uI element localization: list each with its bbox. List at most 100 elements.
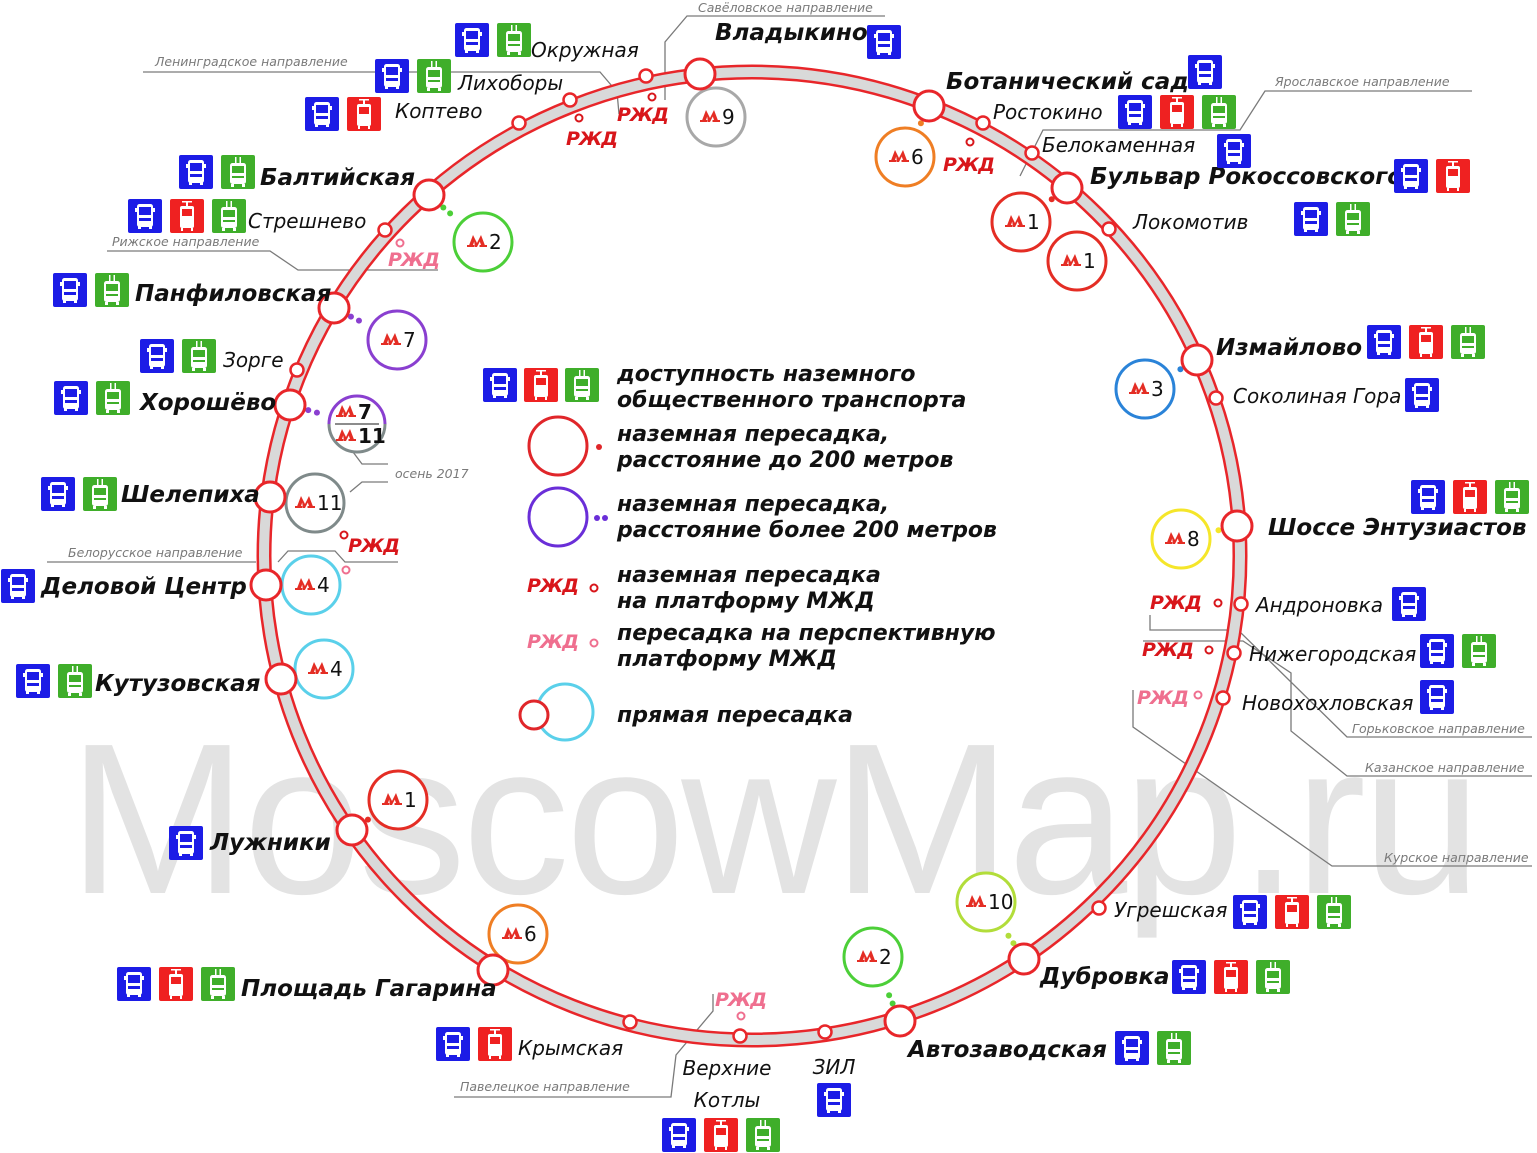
- metro-transfer-badge[interactable]: 711: [327, 394, 387, 454]
- station-marker[interactable]: [264, 662, 298, 696]
- metro-transfer-badge[interactable]: 10: [955, 871, 1017, 933]
- metro-transfer-badge[interactable]: 6: [487, 903, 549, 965]
- station-marker[interactable]: [476, 953, 510, 987]
- metro-transfer-badge[interactable]: 1: [990, 191, 1052, 253]
- station-marker[interactable]: [377, 222, 393, 238]
- station-label[interactable]: Локомотив: [1132, 210, 1248, 234]
- station-marker[interactable]: [412, 178, 446, 212]
- station-label[interactable]: Лужники: [209, 830, 331, 856]
- mcc-ring: [256, 64, 1248, 1048]
- station-marker[interactable]: [732, 1028, 748, 1044]
- station-marker[interactable]: [317, 291, 351, 325]
- station-label[interactable]: Владыкино: [715, 20, 868, 46]
- direction-leader-line: [1132, 690, 1532, 867]
- metro-transfer-badge[interactable]: 9: [685, 86, 747, 148]
- station-marker[interactable]: [1101, 221, 1117, 237]
- metro-transfer-badge[interactable]: 4: [293, 638, 355, 700]
- station-label[interactable]: Угрешская: [1114, 898, 1227, 922]
- station-marker[interactable]: [273, 388, 307, 422]
- rzd-logo-icon: РЖД: [715, 989, 766, 1011]
- station-marker[interactable]: [1050, 171, 1084, 205]
- station-marker[interactable]: [622, 1014, 638, 1030]
- station-marker[interactable]: [683, 57, 717, 91]
- station-label[interactable]: Шоссе Энтузиастов: [1268, 515, 1527, 541]
- metro-transfer-badge[interactable]: 1: [367, 769, 429, 831]
- tram-icon: [1436, 159, 1470, 193]
- metro-transfer-badge[interactable]: 2: [452, 211, 514, 273]
- metro-transfer-badge[interactable]: 2: [842, 926, 904, 988]
- station-label[interactable]: Шелепиха: [121, 482, 260, 508]
- trolleybus-icon: [1336, 202, 1370, 236]
- station-label[interactable]: Белокаменная: [1042, 133, 1195, 157]
- bus-icon: [1420, 634, 1454, 668]
- tram-icon: [170, 199, 204, 233]
- metro-transfer-badge[interactable]: 4: [280, 554, 342, 616]
- station-label[interactable]: Соколиная Гора: [1233, 384, 1401, 408]
- metro-transfer-badge[interactable]: 7: [366, 309, 428, 371]
- legend-dot: [589, 583, 599, 593]
- station-label[interactable]: Лихоборы: [457, 71, 563, 95]
- rzd-logo-icon: РЖД: [943, 154, 994, 176]
- station-label[interactable]: Деловой Центр: [40, 574, 247, 600]
- tram-icon: [524, 368, 558, 402]
- metro-transfer-badge[interactable]: 3: [1114, 358, 1176, 420]
- station-marker[interactable]: [249, 568, 283, 602]
- trolleybus-icon: [1202, 95, 1236, 129]
- station-marker[interactable]: [1226, 645, 1242, 661]
- station-marker[interactable]: [562, 92, 578, 108]
- bus-icon: [54, 381, 88, 415]
- station-label[interactable]: Стрешнево: [248, 209, 366, 233]
- station-label[interactable]: Котлы: [694, 1088, 761, 1112]
- bus-icon: [1172, 960, 1206, 994]
- station-marker[interactable]: [289, 362, 305, 378]
- station-marker[interactable]: [817, 1024, 833, 1040]
- station-label[interactable]: Измайлово: [1216, 335, 1362, 361]
- metro-transfer-badge[interactable]: 8: [1150, 508, 1212, 570]
- station-marker[interactable]: [1180, 343, 1214, 377]
- station-marker[interactable]: [1024, 145, 1040, 161]
- station-marker[interactable]: [638, 68, 654, 84]
- station-label[interactable]: Зорге: [223, 348, 284, 372]
- station-label[interactable]: Верхние: [683, 1056, 772, 1080]
- metro-transfer-badge[interactable]: 1: [1046, 230, 1108, 292]
- station-label[interactable]: Хорошёво: [138, 390, 276, 416]
- station-label[interactable]: Автозаводская: [906, 1037, 1107, 1063]
- station-label[interactable]: Бульвар Рокоссовского: [1090, 164, 1403, 190]
- metro-transfer-badge[interactable]: 11: [284, 472, 346, 534]
- station-label[interactable]: Окружная: [531, 38, 639, 62]
- station-label[interactable]: Коптево: [395, 99, 483, 123]
- station-label[interactable]: Ростокино: [993, 100, 1103, 124]
- station-marker[interactable]: [1208, 390, 1224, 406]
- station-label[interactable]: Панфиловская: [135, 281, 332, 307]
- station-marker[interactable]: [1233, 596, 1249, 612]
- station-label[interactable]: Ботанический сад: [946, 69, 1189, 95]
- station-label[interactable]: ЗИЛ: [813, 1055, 856, 1079]
- station-marker[interactable]: [1007, 942, 1041, 976]
- metro-line-number: 11: [317, 491, 342, 515]
- station-marker[interactable]: [912, 89, 946, 123]
- station-marker[interactable]: [1215, 690, 1231, 706]
- station-marker[interactable]: [883, 1004, 917, 1038]
- station-label[interactable]: Кутузовская: [95, 671, 261, 697]
- station-label[interactable]: Дубровка: [1039, 964, 1170, 990]
- station-label[interactable]: Андроновка: [1254, 593, 1383, 617]
- railway-direction-label: Рижское направление: [112, 234, 260, 249]
- station-label[interactable]: Новохохловская: [1242, 691, 1413, 715]
- station-marker[interactable]: [511, 115, 527, 131]
- station-label[interactable]: Площадь Гагарина: [241, 976, 497, 1002]
- station-label[interactable]: Крымская: [518, 1036, 623, 1060]
- station-label[interactable]: Нижегородская: [1249, 642, 1416, 666]
- direction-leader-line: [107, 250, 438, 271]
- station-label[interactable]: Балтийская: [260, 165, 415, 191]
- station-marker[interactable]: [1091, 900, 1107, 916]
- station-marker[interactable]: [335, 813, 369, 847]
- bus-icon: [1217, 134, 1251, 168]
- legend-label: доступность наземного: [616, 362, 916, 387]
- bus-icon: [117, 967, 151, 1001]
- station-marker[interactable]: [1220, 509, 1254, 543]
- station-marker[interactable]: [253, 480, 287, 514]
- metro-transfer-badge[interactable]: 6: [874, 126, 936, 188]
- station-marker[interactable]: [975, 115, 991, 131]
